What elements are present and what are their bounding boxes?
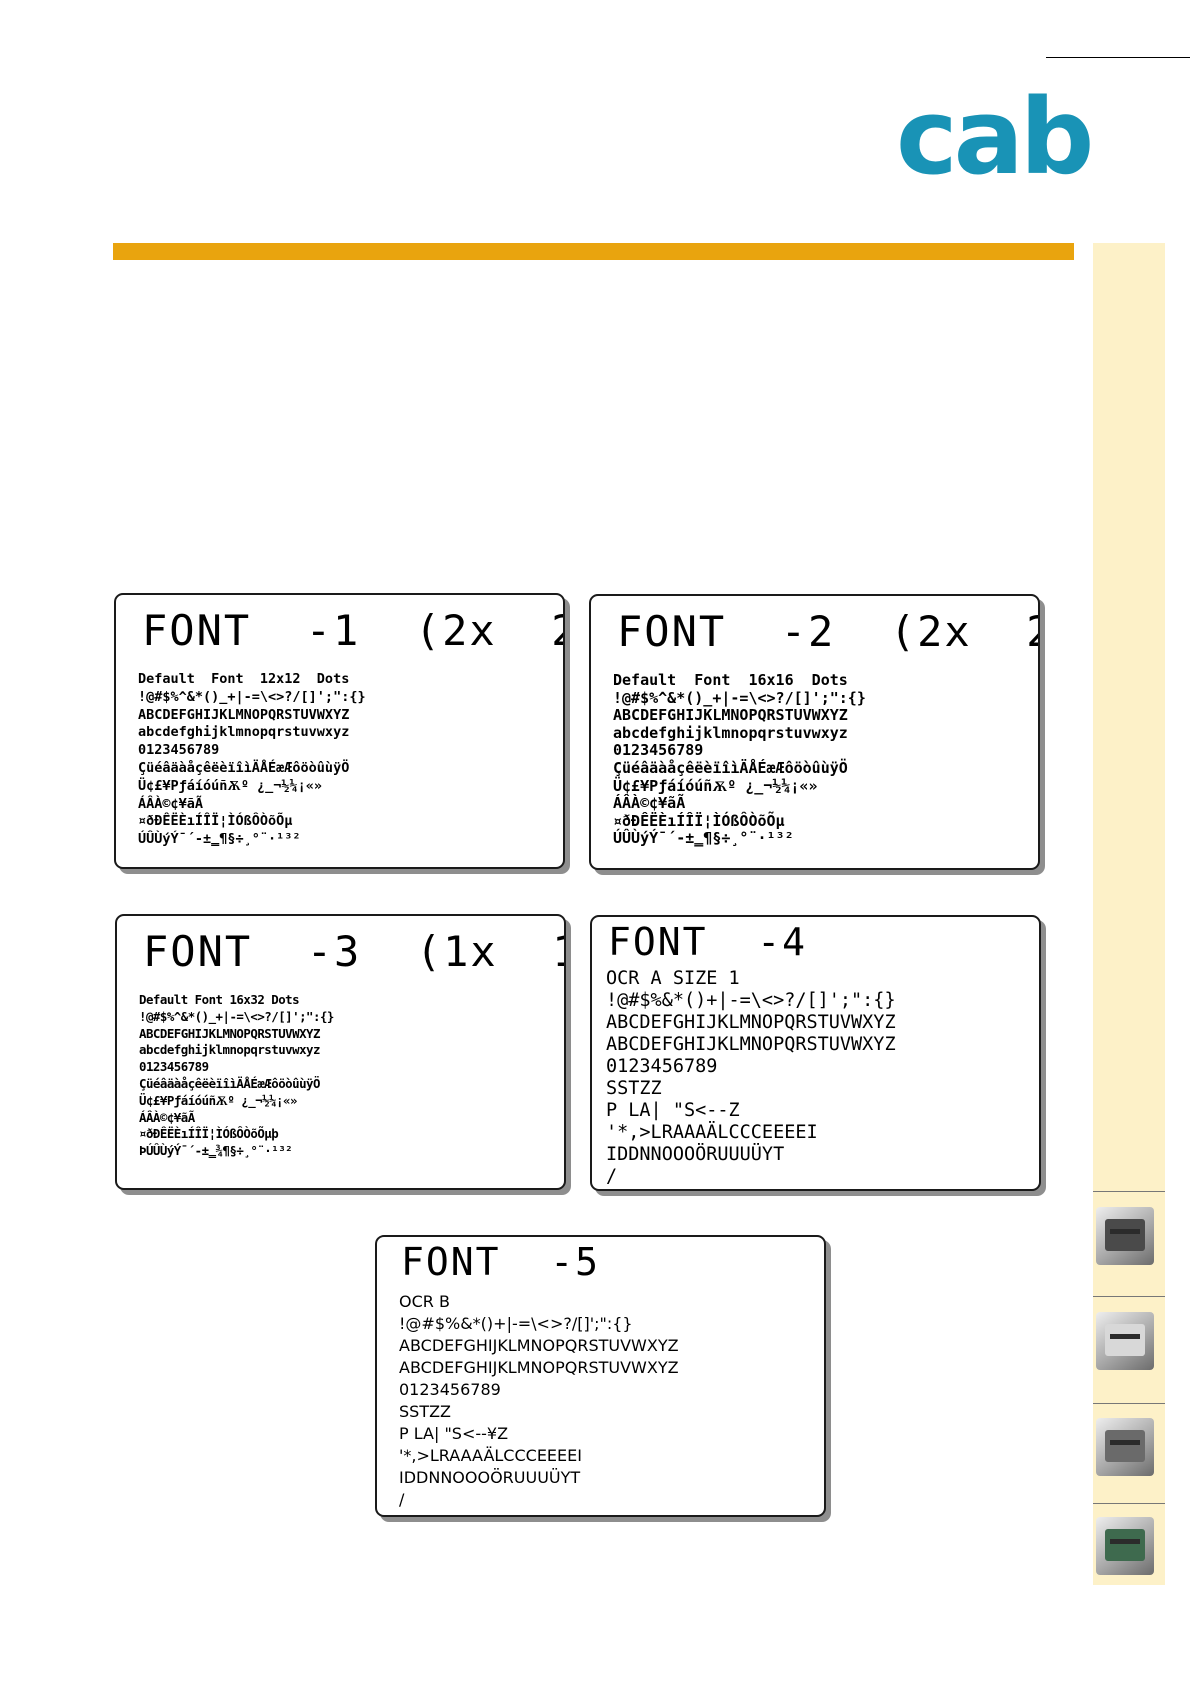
sample-line: '*,>LRAAAÄLCCCEEEEI bbox=[606, 1122, 818, 1143]
sample-line: abcdefghijklmnopqrstuvwxyz bbox=[139, 1042, 320, 1058]
sample-line: !@#$%^&*()_+|-=\<>?/[]';":{} bbox=[139, 1008, 334, 1024]
sample-lines: Default Font 16x16 Dots!@#$%^&*()_+|-=\<… bbox=[613, 671, 866, 848]
printer-thumb-1[interactable] bbox=[1096, 1207, 1154, 1265]
sample-line: ÁÂÀ©¢¥ãÃ bbox=[138, 795, 204, 812]
thumb-separator bbox=[1093, 1503, 1165, 1504]
sample-line: Default Font 16x32 Dots bbox=[139, 992, 300, 1007]
sample-line: P LA| "S<--¥Z bbox=[399, 1424, 509, 1443]
sample-line: abcdefghijklmnopqrstuvwxyz bbox=[613, 723, 848, 742]
sample-lines: Default Font 12x12 Dots!@#$%^&*()_+|-=\<… bbox=[138, 671, 366, 849]
thumb-separator bbox=[1093, 1296, 1165, 1297]
sample-line: IDDNNOOOÖRUUUÜYT bbox=[606, 1144, 785, 1165]
side-strip bbox=[1093, 243, 1165, 1585]
sample-line: ¤ðÐÊËÈıÍÎÏ¦ÌÓßÔÒõÕµþ bbox=[139, 1126, 279, 1142]
sample-line: ÚÛÙýÝ¯´-±‗¶§÷¸°¨·¹³² bbox=[613, 829, 794, 848]
font-4-sample-panel: FONT -4 OCR A SIZE 1!@#$%&*()+|-=\<>?/[]… bbox=[590, 915, 1041, 1191]
sample-line: '*,>LRAAAÄLCCCEEEEI bbox=[399, 1446, 582, 1465]
header-accent-bar bbox=[113, 243, 1074, 260]
sample-line: !@#$%^&*()_+|-=\<>?/[]';":{} bbox=[613, 688, 866, 707]
sample-line: Default Font 12x12 Dots bbox=[138, 671, 350, 687]
sample-line: ÁÂÀ©¢¥ãÃ bbox=[139, 1109, 195, 1125]
sample-line: 0123456789 bbox=[613, 741, 704, 760]
sample-line: / bbox=[399, 1490, 405, 1509]
sample-line: / bbox=[606, 1166, 618, 1187]
sample-line: 0123456789 bbox=[399, 1380, 501, 1399]
sample-line: 0123456789 bbox=[138, 742, 220, 759]
sample-line: ABCDEFGHIJKLMNOPQRSTUVWXYZ bbox=[606, 1012, 896, 1033]
sample-lines: OCR B !@#$%&*()+|-=\<>?/[]';":{} ABCDEFGHI… bbox=[399, 1291, 679, 1511]
sample-line: ABCDEFGHIJKLMNOPQRSTUVWXYZ bbox=[613, 706, 848, 725]
cab-logo: cab bbox=[896, 76, 1094, 198]
sample-line: ¤ðÐÊËÈıÍÎÏ¦ÌÓßÔÒõÕµ bbox=[613, 811, 785, 830]
sample-line: SSTZZ bbox=[606, 1078, 662, 1099]
panel-title: FONT -1 (2x 2y) bbox=[142, 606, 563, 655]
sample-line: IDDNNOOOÖRUUUÜYT bbox=[399, 1468, 581, 1487]
sample-line: P LA| "S<--Z bbox=[606, 1100, 740, 1121]
sample-line: !@#$%^&*()_+|-=\<>?/[]';":{} bbox=[138, 688, 366, 705]
sample-line: ABCDEFGHIJKLMNOPQRSTUVWXYZ bbox=[139, 1025, 320, 1041]
sample-line: ÇüéâäàåçêëèïîìÄÅÉæÆôöòûùÿÖ bbox=[613, 758, 848, 777]
sample-line: ABCDEFGHIJKLMNOPQRSTUVWXYZ bbox=[399, 1358, 679, 1377]
printer-thumb-2[interactable] bbox=[1096, 1312, 1154, 1370]
printer-slot bbox=[1110, 1440, 1140, 1445]
printer-body bbox=[1105, 1529, 1145, 1561]
sample-line: Ü¢£¥PƒáíóúñѪº ¿_¬½¼¡«» bbox=[138, 777, 323, 794]
sample-line: ¤ðÐÊËÈıÍÎÏ¦ÌÓßÔÒõÕµ bbox=[138, 813, 293, 830]
sample-line: !@#$%&*()+|-=\<>?/[]';":{} bbox=[399, 1314, 633, 1333]
sample-line: ABCDEFGHIJKLMNOPQRSTUVWXYZ bbox=[399, 1336, 679, 1355]
printer-thumb-4[interactable] bbox=[1096, 1517, 1154, 1575]
sample-line: ABCDEFGHIJKLMNOPQRSTUVWXYZ bbox=[606, 1034, 896, 1055]
thumb-separator bbox=[1093, 1191, 1165, 1192]
sample-line: OCR B bbox=[399, 1292, 450, 1311]
font-5-sample-panel: FONT -5 OCR B !@#$%&*()+|-=\<>?/[]';":{} A… bbox=[375, 1235, 826, 1517]
printer-slot bbox=[1110, 1229, 1140, 1234]
font-1-sample-panel: FONT -1 (2x 2y) Default Font 12x12 Dots!… bbox=[114, 593, 565, 869]
sample-lines: OCR A SIZE 1!@#$%&*()+|-=\<>?/[]';":{}AB… bbox=[606, 968, 896, 1188]
sample-line: SSTZZ bbox=[399, 1402, 452, 1421]
printer-thumb-3[interactable] bbox=[1096, 1418, 1154, 1476]
sample-line: abcdefghijklmnopqrstuvwxyz bbox=[138, 724, 350, 741]
printer-body bbox=[1105, 1219, 1145, 1251]
sample-line: ABCDEFGHIJKLMNOPQRSTUVWXYZ bbox=[138, 706, 350, 723]
sample-line: ÇüéâäàåçêëèïîìÄÅÉæÆôöòûùÿÖ bbox=[139, 1075, 320, 1091]
top-rule bbox=[1046, 57, 1190, 58]
panel-title: FONT -4 bbox=[608, 920, 808, 964]
sample-line: !@#$%&*()+|-=\<>?/[]';":{} bbox=[606, 990, 896, 1011]
sample-line: ÁÂÀ©¢¥ãÃ bbox=[613, 794, 686, 813]
sample-line: OCR A SIZE 1 bbox=[606, 968, 740, 989]
font-2-sample-panel: FONT -2 (2x 2y) Default Font 16x16 Dots!… bbox=[589, 594, 1040, 870]
font-3-sample-panel: FONT -3 (1x 1y) Default Font 16x32 Dots!… bbox=[115, 914, 566, 1190]
panel-title: FONT -3 (1x 1y) bbox=[143, 927, 564, 976]
sample-lines: Default Font 16x32 Dots!@#$%^&*()_+|-=\<… bbox=[139, 992, 334, 1160]
printer-body bbox=[1105, 1430, 1145, 1462]
sample-line: Ü¢£¥PƒáíóúñѪº ¿_¬½¼¡«» bbox=[139, 1092, 297, 1108]
sample-line: Ü¢£¥PƒáíóúñѪº ¿_¬½¼¡«» bbox=[613, 776, 818, 795]
thumb-separator bbox=[1093, 1403, 1165, 1404]
printer-body bbox=[1105, 1324, 1145, 1356]
printer-slot bbox=[1110, 1334, 1140, 1339]
panel-title: FONT -2 (2x 2y) bbox=[617, 607, 1038, 656]
sample-line: Default Font 16x16 Dots bbox=[613, 671, 848, 689]
sample-line: ÇüéâäàåçêëèïîìÄÅÉæÆôöòûùÿÖ bbox=[138, 759, 350, 776]
panel-title: FONT -5 bbox=[401, 1240, 601, 1284]
sample-line: 0123456789 bbox=[606, 1056, 718, 1077]
sample-line: ÞÚÛÙýÝ¯´-±‗¾¶§÷¸°¨·¹³² bbox=[139, 1143, 293, 1159]
sample-line: ÚÛÙýÝ¯´-±‗¶§÷¸°¨·¹³² bbox=[138, 831, 301, 848]
printer-slot bbox=[1110, 1539, 1140, 1544]
sample-line: 0123456789 bbox=[139, 1059, 209, 1075]
